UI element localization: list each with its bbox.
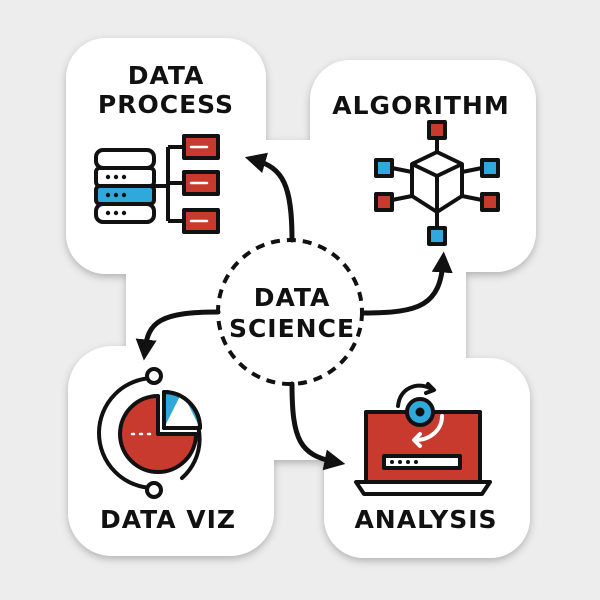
arrow-to-data-viz [135,309,221,361]
data-viz-label: DATA VIZ [99,505,237,534]
data-science-label-line1: DATA [253,283,331,312]
pie-chart-icon [97,367,202,499]
data-process-label-line2: PROCESS [97,89,235,119]
database-icon [94,134,220,234]
connector-arrows [135,152,453,471]
analysis-label: ANALYSIS [354,505,498,534]
algorithm-label: ALGORITHM [332,91,510,120]
laptop-analysis-icon [354,382,492,496]
network-cube-icon [374,120,500,246]
data-science-label: DATA SCIENCE [220,282,364,345]
data-process-label: DATA PROCESS [86,61,246,120]
arrow-to-data-process [244,152,295,243]
data-science-label-line2: SCIENCE [228,314,356,344]
arrow-to-analysis [289,381,346,471]
data-process-label-line1: DATA [127,61,205,90]
arrow-to-algorithm [361,251,453,316]
